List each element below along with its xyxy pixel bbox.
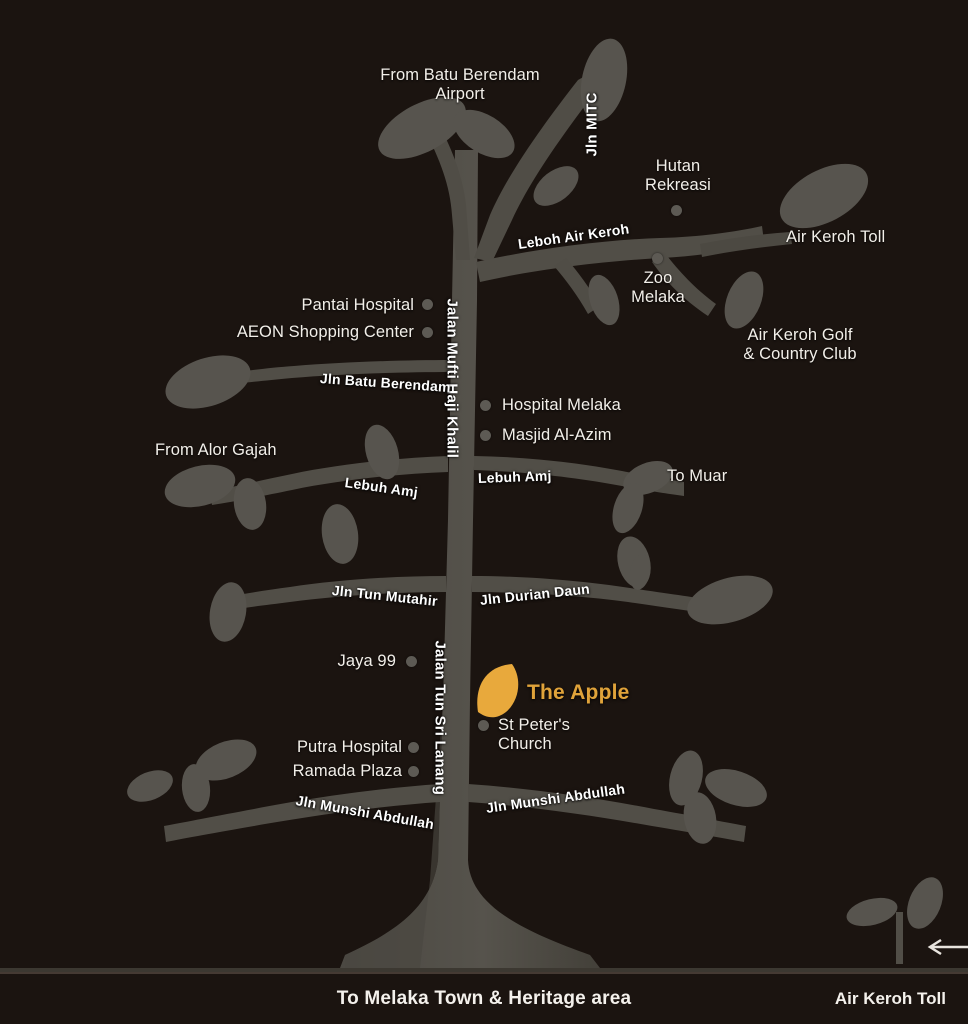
bottom-destination-air-keroh-toll: Air Keroh Toll: [834, 989, 946, 1008]
leaf-munshi-right-outer: [705, 769, 767, 807]
poi-hospital-melaka: Hospital Melaka: [502, 396, 621, 414]
poi-dot-pantai-hospital[interactable]: [422, 299, 433, 310]
branch-air-keroh-toll: [700, 232, 792, 257]
leaf-mitc-lower: [533, 166, 579, 206]
poi-air-keroh-golf-country-club: Air Keroh Golf & Country Club: [743, 326, 857, 363]
poi-pantai-hospital: Pantai Hospital: [301, 296, 414, 314]
branch-jln-mitc: [474, 72, 600, 262]
bottom-destination-melaka-town: To Melaka Town & Heritage area: [336, 988, 632, 1009]
destination-from-alor-gajah: From Alor Gajah: [155, 441, 277, 459]
sapling-leaf-left: [846, 897, 898, 927]
left-arrow-icon: [927, 938, 968, 956]
sapling-stem: [896, 912, 903, 964]
apple-leaf-shape[interactable]: [477, 664, 519, 718]
leaf-munshi-right-lower: [683, 792, 717, 844]
leaves-group: [127, 38, 869, 844]
leaf-canopy-right: [453, 109, 515, 159]
street-lebuh-amj-right[interactable]: Lebuh Amj: [477, 467, 552, 486]
poi-ramada-plaza: Ramada Plaza: [292, 762, 402, 780]
poi-dot-st-peters-church[interactable]: [478, 720, 489, 731]
sapling-icon: [846, 877, 968, 964]
poi-putra-hospital: Putra Hospital: [296, 738, 402, 756]
leaf-amj-left-inner: [233, 478, 267, 530]
branch-air-keroh-golf: [652, 252, 716, 316]
leaf-air-keroh-toll: [779, 163, 869, 229]
sapling-leaf-right: [907, 877, 943, 929]
main-trunk: [340, 150, 600, 968]
poi-dot-hospital-melaka[interactable]: [480, 400, 491, 411]
leaf-amj-left-outer: [164, 464, 236, 508]
bottom-bar: To Melaka Town & Heritage area Air Keroh…: [0, 972, 968, 1024]
branch-jln-tun-mutahir: [216, 576, 446, 612]
poi-dot-putra-hospital[interactable]: [408, 742, 419, 753]
leaf-amj-upper: [364, 424, 400, 480]
leaf-munshi-left-upper: [195, 739, 257, 781]
leaf-mutahir-left: [209, 582, 247, 642]
leaf-durian-right: [687, 575, 773, 625]
poi-dot-ramada-plaza[interactable]: [408, 766, 419, 777]
mid-branches: [164, 360, 746, 842]
leaf-golf-club: [724, 271, 764, 329]
leaf-air-keroh-left: [588, 274, 620, 326]
destination-from-batu-berendam-airport: From Batu Berendam Airport: [380, 66, 540, 103]
poi-zoo-melaka: Zoo Melaka: [631, 269, 685, 306]
branch-jln-durian-daun: [472, 576, 712, 614]
upper-branches: [412, 72, 792, 316]
street-jalan-tun-sri-lanang[interactable]: Jalan Tun Sri Lanang: [431, 640, 449, 796]
poi-aeon-shopping-center: AEON Shopping Center: [236, 323, 414, 341]
leaf-canopy-left: [378, 97, 466, 159]
leaf-durian-small: [629, 554, 651, 590]
branch-jln-munshi-abdullah-right: [468, 784, 746, 842]
branch-jln-munshi-abdullah-left: [164, 784, 440, 842]
poi-dot-jaya-99[interactable]: [406, 656, 417, 667]
destination-to-muar: To Muar: [667, 467, 728, 485]
poi-st-peters-church: St Peter's Church: [498, 716, 571, 753]
poi-dot-hutan-rekreasi[interactable]: [671, 205, 682, 216]
leaf-mutahir-upper: [321, 504, 359, 564]
branch-air-keroh-fork-left: [554, 258, 600, 314]
poi-jaya-99: Jaya 99: [337, 652, 396, 670]
leaf-batu-berendam: [165, 355, 251, 409]
the-apple-label[interactable]: The Apple: [527, 681, 630, 704]
poi-dot-masjid-al-azim[interactable]: [480, 430, 491, 441]
the-apple-marker[interactable]: [477, 664, 519, 718]
branch-jln-batu-berendam: [226, 360, 452, 385]
branch-airport: [412, 108, 470, 260]
destination-air-keroh-toll: Air Keroh Toll: [786, 228, 886, 246]
leaf-munshi-left-inner: [181, 764, 211, 812]
branch-leboh-air-keroh: [476, 226, 764, 282]
ground-line: [0, 968, 968, 975]
leaf-munshi-right-upper: [669, 750, 703, 806]
poi-masjid-al-azim: Masjid Al-Azim: [502, 426, 612, 444]
poi-dot-aeon-shopping-center[interactable]: [422, 327, 433, 338]
trunk-group: [340, 150, 600, 968]
leaf-mitc-top: [580, 38, 628, 122]
poi-dot-zoo-melaka[interactable]: [652, 253, 663, 264]
leaf-munshi-left-outer: [127, 770, 173, 802]
street-jln-mitc[interactable]: Jln MITC: [583, 92, 601, 157]
leaf-amj-right-lower: [612, 482, 644, 534]
poi-hutan-rekreasi: Hutan Rekreasi: [645, 157, 711, 194]
